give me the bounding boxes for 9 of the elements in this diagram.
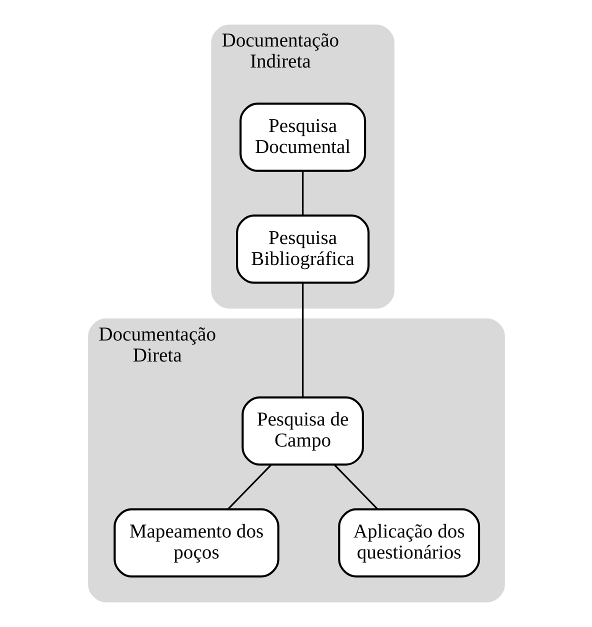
node-box: Pesquisa Documental	[239, 102, 366, 172]
connector	[301, 171, 304, 216]
connector	[226, 464, 271, 510]
node-box: Aplicação dos questionários	[338, 508, 480, 578]
node-box: Pesquisa Bibliográfica	[236, 214, 370, 284]
connector	[301, 282, 304, 398]
node-box: Mapeamento dos poços	[113, 508, 279, 578]
node-box: Pesquisa de Campo	[241, 396, 364, 466]
connector	[334, 464, 378, 510]
